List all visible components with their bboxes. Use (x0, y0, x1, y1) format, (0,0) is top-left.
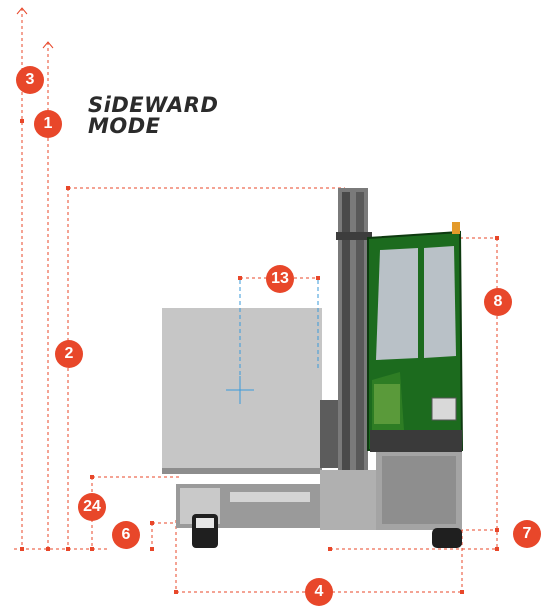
up-arrow-icon (16, 7, 54, 49)
dimension-endpoints (20, 119, 499, 594)
load-box (162, 308, 322, 468)
callout-4: 4 (305, 578, 333, 606)
callout-7: 7 (513, 520, 541, 548)
forks (162, 468, 322, 474)
callout-24: 24 (78, 493, 106, 521)
mast (320, 188, 372, 518)
operator-cab (367, 222, 464, 452)
diagram-title: SiDEWARD MODE (88, 95, 218, 137)
title-line-2: MODE (88, 114, 161, 138)
callout-1: 1 (34, 110, 62, 138)
callout-8: 8 (484, 288, 512, 316)
callout-2: 2 (55, 340, 83, 368)
wheels (192, 514, 462, 548)
up-arrow-icon-3 (16, 7, 28, 15)
chassis (176, 450, 462, 530)
callout-3: 3 (16, 66, 44, 94)
up-arrow-icon-1 (42, 41, 54, 49)
callout-6: 6 (112, 521, 140, 549)
callout-13: 13 (266, 265, 294, 293)
title-line-1: SiDEWARD (88, 93, 219, 117)
center-of-gravity-icon (226, 280, 319, 404)
